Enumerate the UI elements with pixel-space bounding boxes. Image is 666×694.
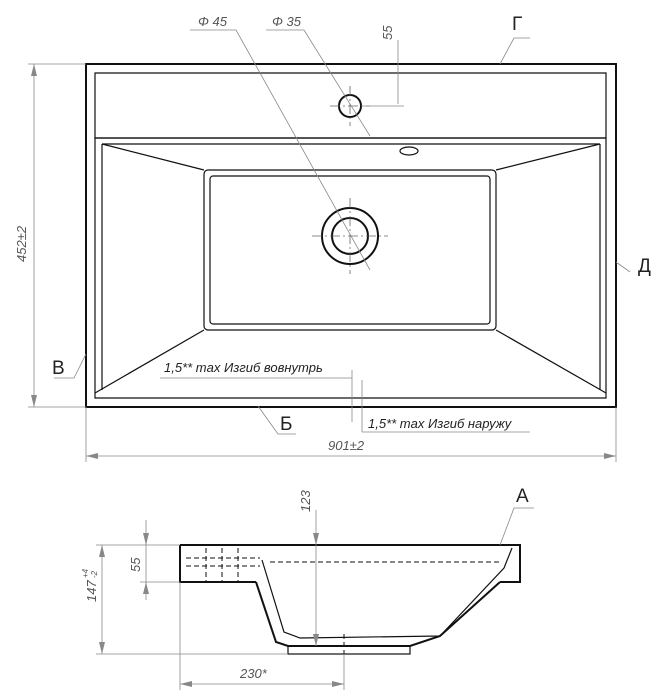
overflow-hole	[399, 146, 419, 156]
back-ledge	[94, 72, 607, 139]
width-arrow-right	[604, 453, 616, 459]
side-drain-stub	[287, 645, 411, 655]
dim-55-arrow-bottom	[143, 582, 149, 594]
height-label: 452±2	[14, 225, 29, 262]
marker-g: Г	[512, 14, 522, 35]
dim-123-arrow-top	[313, 533, 319, 545]
marker-b-leader	[257, 405, 296, 435]
side-top	[180, 544, 521, 583]
marker-a-leader	[499, 507, 534, 546]
dim-230-arrow-right	[332, 681, 344, 687]
dim-147-arrow-top	[99, 545, 105, 557]
width-arrow-left	[86, 453, 98, 459]
diam-35-label: Φ 35	[272, 14, 302, 29]
dim-55-side-label: 55	[128, 557, 143, 572]
dim-230-label: 230*	[239, 666, 268, 681]
height-arrow-bottom	[31, 395, 37, 407]
basin-bottom-inner	[209, 175, 491, 325]
marker-v-leader	[54, 353, 87, 379]
note-outward: 1,5** max Изгиб наружу	[368, 416, 513, 431]
dim-147-group: 147 +4 -2	[81, 568, 99, 602]
sink-outer-rim	[85, 63, 617, 408]
dim-123-arrow-bottom	[313, 634, 319, 646]
diam-35-leader	[266, 29, 371, 137]
diam-45-leader	[190, 29, 371, 271]
slope-side	[101, 144, 601, 390]
top-view: Φ 45 Φ 35 55 Г Д В Б 1,5** max Изгиб вов…	[14, 14, 651, 462]
marker-d: Д	[638, 256, 651, 277]
slope-lower	[94, 329, 607, 394]
dim-147-tol-minus: -2	[90, 570, 99, 578]
marker-d-leader	[615, 261, 631, 273]
note-inward: 1,5** max Изгиб вовнутрь	[164, 360, 323, 375]
marker-g-leader	[499, 37, 530, 65]
basin-edge	[94, 137, 607, 399]
side-view: А 123 55 147 +4 -2 230*	[81, 486, 534, 690]
dim-147-label: 147	[84, 580, 99, 602]
basin-bottom	[203, 169, 497, 331]
dim-147-arrow-bottom	[99, 642, 105, 654]
dim-55-arrow-top	[143, 533, 149, 545]
dim-55-top-label: 55	[380, 25, 395, 40]
width-label: 901±2	[328, 438, 365, 453]
marker-v: В	[52, 358, 65, 379]
side-left-wall	[179, 545, 256, 583]
diam-45-label: Φ 45	[198, 14, 228, 29]
slope-upper	[101, 143, 601, 171]
side-hidden-lines	[186, 557, 500, 567]
dim-230-arrow-left	[180, 681, 192, 687]
side-hidden-verticals	[205, 548, 239, 582]
height-arrow-top	[31, 64, 37, 76]
marker-b: Б	[280, 414, 292, 435]
dim-147-tol-plus: +4	[81, 568, 90, 578]
dim-123-label: 123	[298, 490, 313, 512]
side-inner-profile	[261, 547, 513, 639]
marker-a: А	[516, 486, 529, 507]
